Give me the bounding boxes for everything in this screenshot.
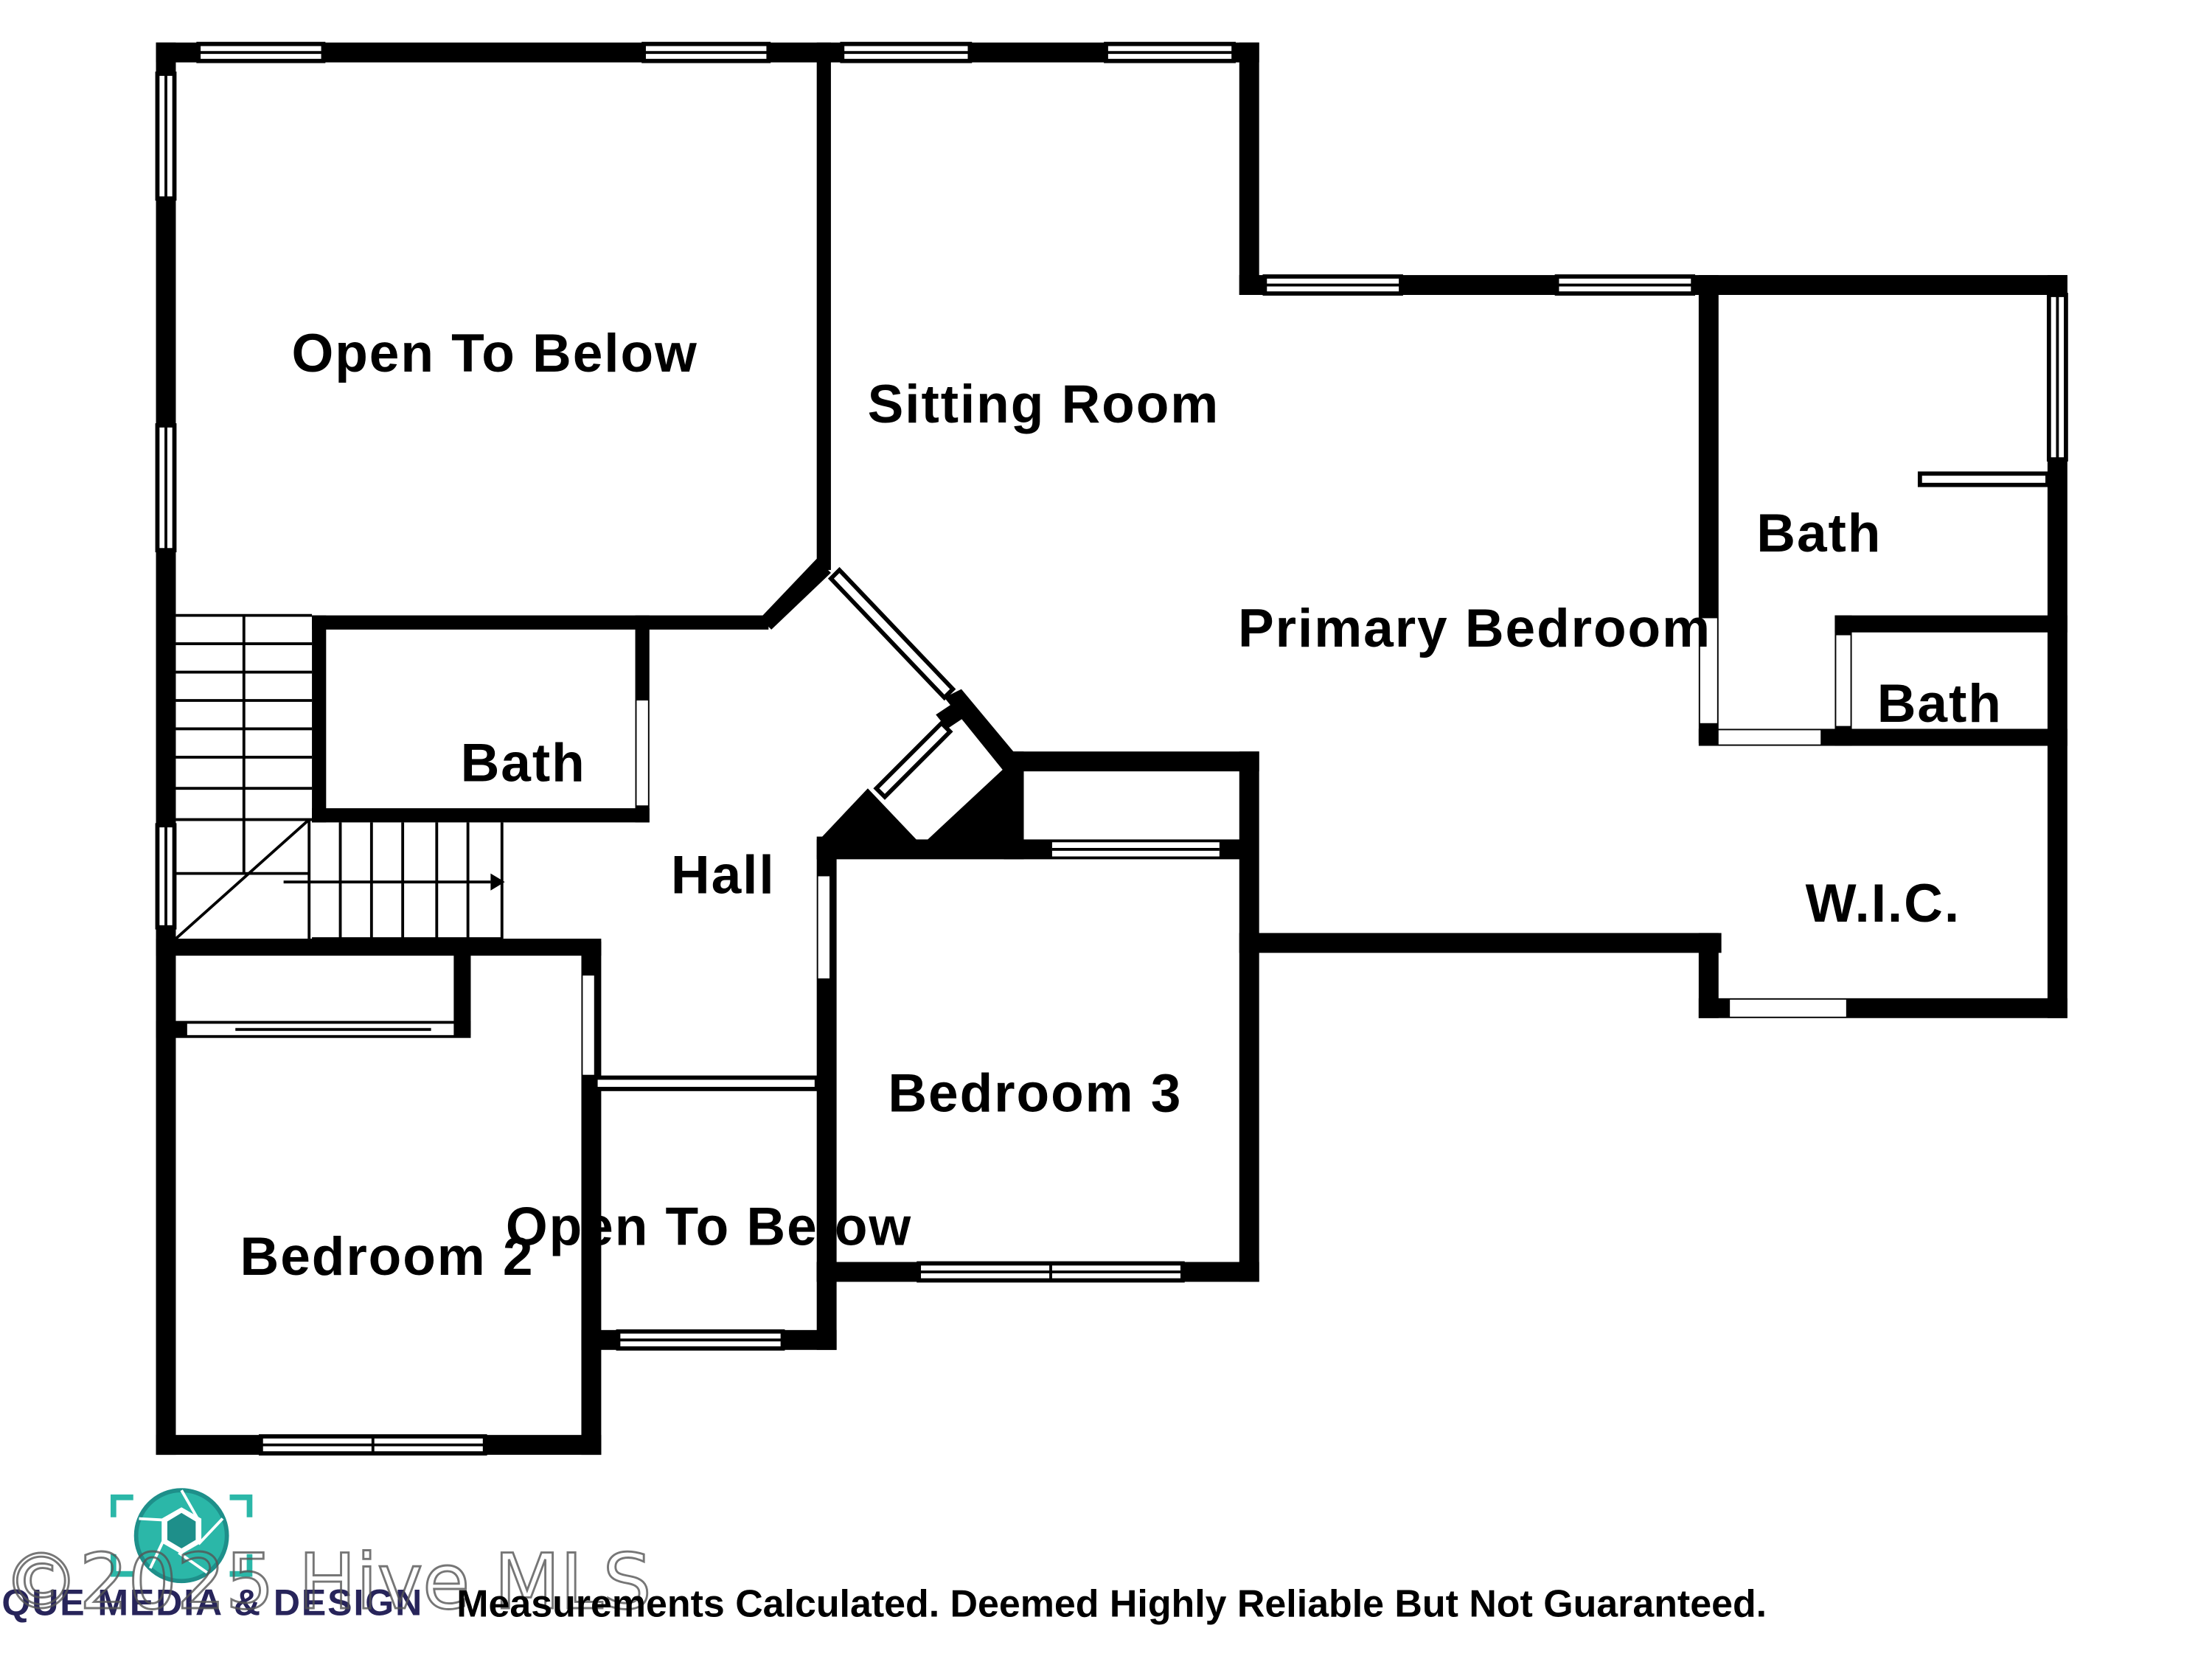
brand-logo: UNIQUE MEDIA & DESIGN xyxy=(0,1488,423,1623)
mls-watermark: ©2025 Hive MLS xyxy=(3,1538,652,1627)
staircase xyxy=(175,613,505,940)
label-sitting-room: Sitting Room xyxy=(868,375,1220,434)
label-bedroom-3: Bedroom 3 xyxy=(888,1064,1182,1124)
label-walk-in-closet: W.I.C. xyxy=(1806,874,1961,933)
label-hall: Hall xyxy=(671,846,776,905)
label-open-to-below-main: Open To Below xyxy=(291,324,698,383)
room-labels: Open To Below Sitting Room Primary Bedro… xyxy=(240,324,2003,1287)
stair-arrow-icon xyxy=(490,873,505,891)
windows xyxy=(155,41,2068,1456)
label-secondary-bath: Bath xyxy=(1877,674,2003,734)
camera-aperture-icon xyxy=(111,1488,253,1584)
label-bedroom-2: Bedroom 2 xyxy=(240,1227,535,1287)
brand-name: UNIQUE MEDIA & DESIGN xyxy=(0,1582,423,1623)
label-open-to-below-small: Open To Below xyxy=(506,1197,912,1256)
measurement-disclaimer: Measurements Calculated. Deemed Highly R… xyxy=(456,1582,1767,1625)
label-primary-bedroom: Primary Bedroom xyxy=(1238,599,1711,658)
label-primary-bath: Bath xyxy=(1756,504,1882,563)
door-openings xyxy=(187,471,2050,1091)
label-hall-bath: Bath xyxy=(461,734,586,793)
